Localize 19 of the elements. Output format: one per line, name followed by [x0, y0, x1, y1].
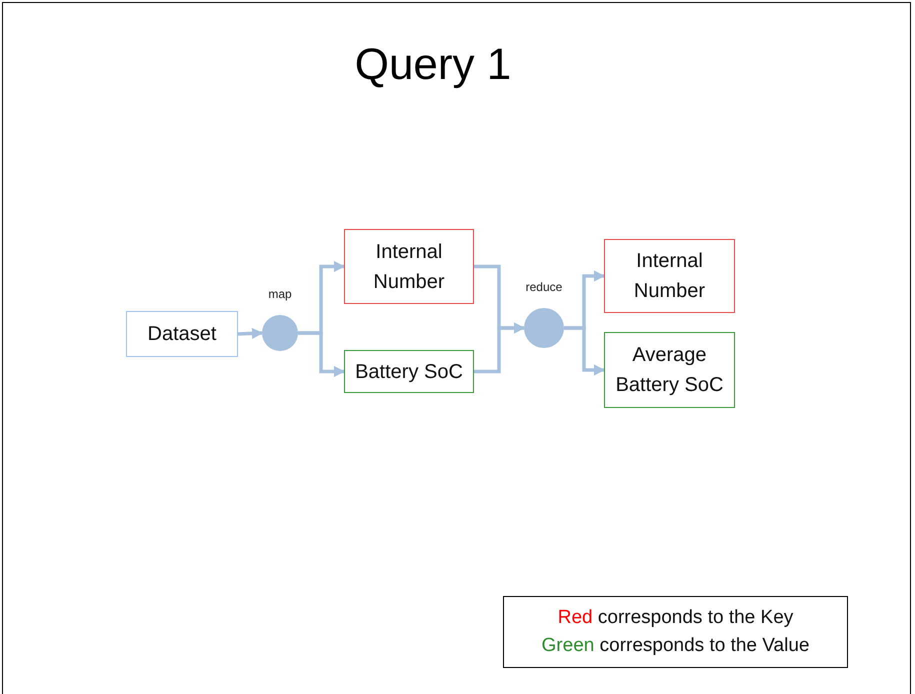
box-label: Average Battery SoC: [614, 343, 724, 398]
process-box: [604, 239, 735, 313]
box-label: Internal Number: [632, 249, 706, 304]
step-label: reduce: [524, 280, 564, 294]
process-box: [604, 332, 735, 408]
process-box: [126, 311, 238, 357]
title: Query 1: [354, 40, 512, 90]
arrow: [238, 328, 264, 340]
process-box: [344, 229, 474, 304]
legend-text: Red corresponds to the Key: [558, 606, 794, 630]
process-box: [344, 350, 474, 393]
arrow: [298, 331, 346, 378]
step-label: map: [267, 287, 293, 301]
box-label: Battery SoC: [355, 360, 463, 384]
legend-text: Green corresponds to the Value: [542, 634, 810, 658]
box-label: Internal Number: [372, 240, 446, 294]
box-label: Dataset: [148, 322, 216, 347]
arrow: [474, 322, 526, 374]
arrow: [564, 326, 606, 376]
